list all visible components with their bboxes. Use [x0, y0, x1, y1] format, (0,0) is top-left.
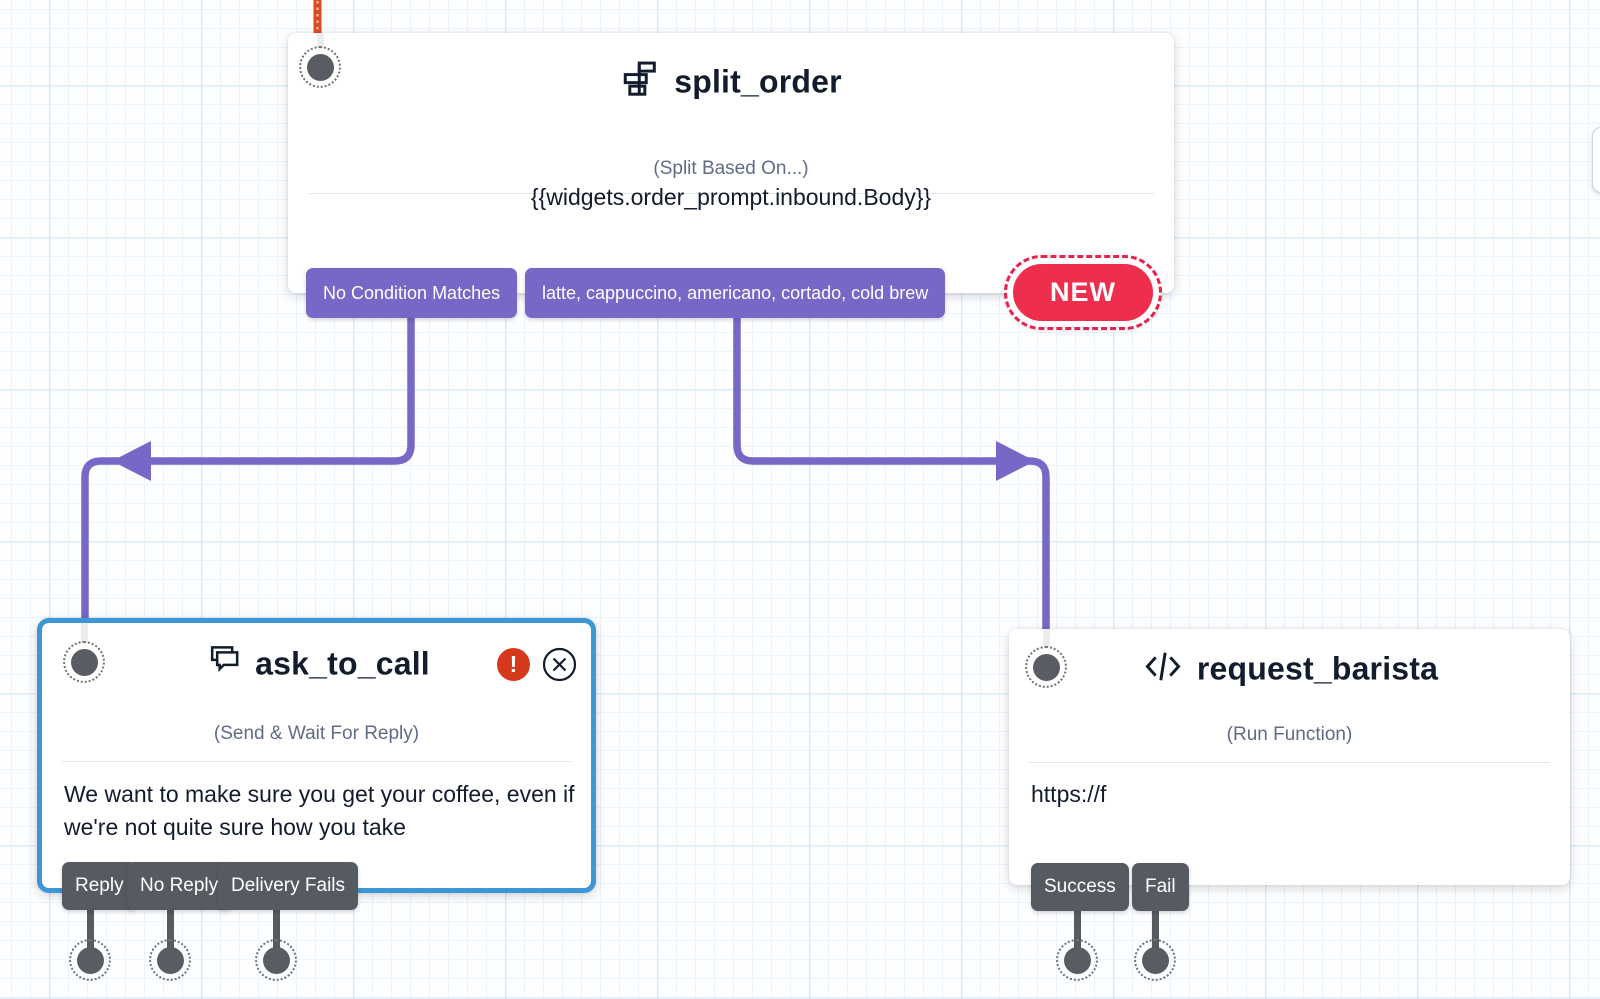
- wire-match[interactable]: [733, 316, 1050, 631]
- wire-stub: [166, 905, 174, 950]
- node-header: request_barista: [1009, 645, 1570, 694]
- wire-no-match[interactable]: [81, 316, 415, 620]
- input-port[interactable]: [299, 46, 341, 88]
- node-request-barista[interactable]: request_barista (Run Function) https://f…: [1009, 629, 1570, 911]
- input-port[interactable]: [1025, 646, 1067, 688]
- transition-no-reply[interactable]: No Reply: [127, 862, 232, 910]
- node-title: split_order: [674, 63, 842, 100]
- chat-bubbles-icon: [203, 642, 243, 687]
- node-header: split_order: [288, 59, 1174, 106]
- node-split-order[interactable]: split_order (Split Based On...) {{widget…: [288, 33, 1174, 330]
- wire-stub: [316, 33, 324, 48]
- new-badge-ring[interactable]: NEW: [1004, 255, 1162, 330]
- node-title: request_barista: [1196, 650, 1439, 687]
- wire-stub: [1042, 629, 1050, 647]
- node-title: ask_to_call: [255, 645, 430, 682]
- wire-arrow-right: [996, 441, 1035, 481]
- divider: [1029, 762, 1550, 763]
- output-port-success[interactable]: [1056, 939, 1098, 981]
- message-text: We want to make sure you get your coffee…: [64, 781, 575, 840]
- node-type-label: (Split Based On...): [653, 158, 809, 179]
- split-widget-icon: [620, 59, 662, 106]
- wire-stub: [1073, 905, 1081, 950]
- error-icon[interactable]: !: [497, 648, 530, 681]
- output-port-delivery-fails[interactable]: [255, 939, 297, 981]
- node-type-label: (Send & Wait For Reply): [213, 723, 420, 744]
- output-port-no-reply[interactable]: [149, 939, 191, 981]
- node-ask-to-call[interactable]: ask_to_call ! (Send & Wait For Reply) We…: [37, 618, 596, 910]
- split-test-value: {{widgets.order_prompt.inbound.Body}}: [530, 184, 932, 210]
- output-port-reply[interactable]: [69, 939, 111, 981]
- input-port[interactable]: [63, 641, 105, 683]
- wire-stub: [80, 623, 88, 643]
- code-icon: [1141, 645, 1185, 694]
- new-badge: NEW: [1013, 264, 1153, 321]
- transition-fail[interactable]: Fail: [1132, 863, 1189, 911]
- wire-stub: [272, 905, 280, 950]
- wire-stub: [1151, 905, 1159, 950]
- transition-no-condition-matches[interactable]: No Condition Matches: [306, 268, 518, 318]
- divider: [308, 193, 1154, 194]
- wire-stub: [86, 905, 94, 950]
- output-port-fail[interactable]: [1134, 939, 1176, 981]
- divider: [62, 761, 571, 762]
- node-type-label: (Run Function): [1226, 724, 1353, 745]
- node-header: ask_to_call: [42, 642, 591, 687]
- transition-match-list[interactable]: latte, cappuccino, americano, cortado, c…: [525, 268, 946, 318]
- wire-arrow-left: [112, 441, 151, 481]
- transition-delivery-fails[interactable]: Delivery Fails: [218, 862, 359, 910]
- function-url: https://f: [1031, 781, 1107, 807]
- transition-reply[interactable]: Reply: [62, 862, 137, 910]
- close-icon[interactable]: [542, 647, 577, 687]
- transition-success[interactable]: Success: [1031, 863, 1129, 911]
